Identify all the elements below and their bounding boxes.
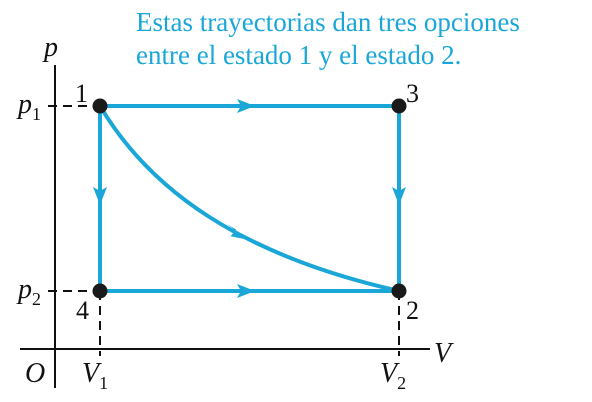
state-label-4: 4 bbox=[76, 296, 89, 325]
caption-line-2: entre el estado 1 y el estado 2. bbox=[136, 40, 462, 70]
state-label-2: 2 bbox=[406, 296, 419, 325]
arrow-3-2 bbox=[392, 187, 406, 205]
caption: Estas trayectorias dan tres opciones ent… bbox=[136, 6, 586, 72]
p1-label: p1 bbox=[16, 89, 41, 124]
arrow-curve bbox=[226, 223, 248, 240]
v2-label: V2 bbox=[380, 358, 406, 393]
arrow-1-4 bbox=[93, 187, 107, 205]
state-point-1 bbox=[92, 98, 108, 114]
state-point-2 bbox=[391, 283, 407, 299]
state-point-4 bbox=[92, 283, 108, 299]
caption-line-1: Estas trayectorias dan tres opciones bbox=[136, 7, 520, 37]
v1-label: V1 bbox=[82, 358, 108, 393]
origin-label: O bbox=[25, 358, 45, 389]
path-1-2-curve bbox=[98, 104, 400, 293]
p2-label: p2 bbox=[16, 274, 41, 309]
state-label-3: 3 bbox=[406, 79, 419, 108]
arrow-4-2 bbox=[237, 284, 255, 298]
x-axis-label: V bbox=[434, 338, 454, 369]
state-label-1: 1 bbox=[75, 79, 88, 108]
y-axis-label: p bbox=[42, 32, 58, 63]
state-point-3 bbox=[391, 98, 407, 114]
arrow-1-3 bbox=[237, 99, 255, 113]
